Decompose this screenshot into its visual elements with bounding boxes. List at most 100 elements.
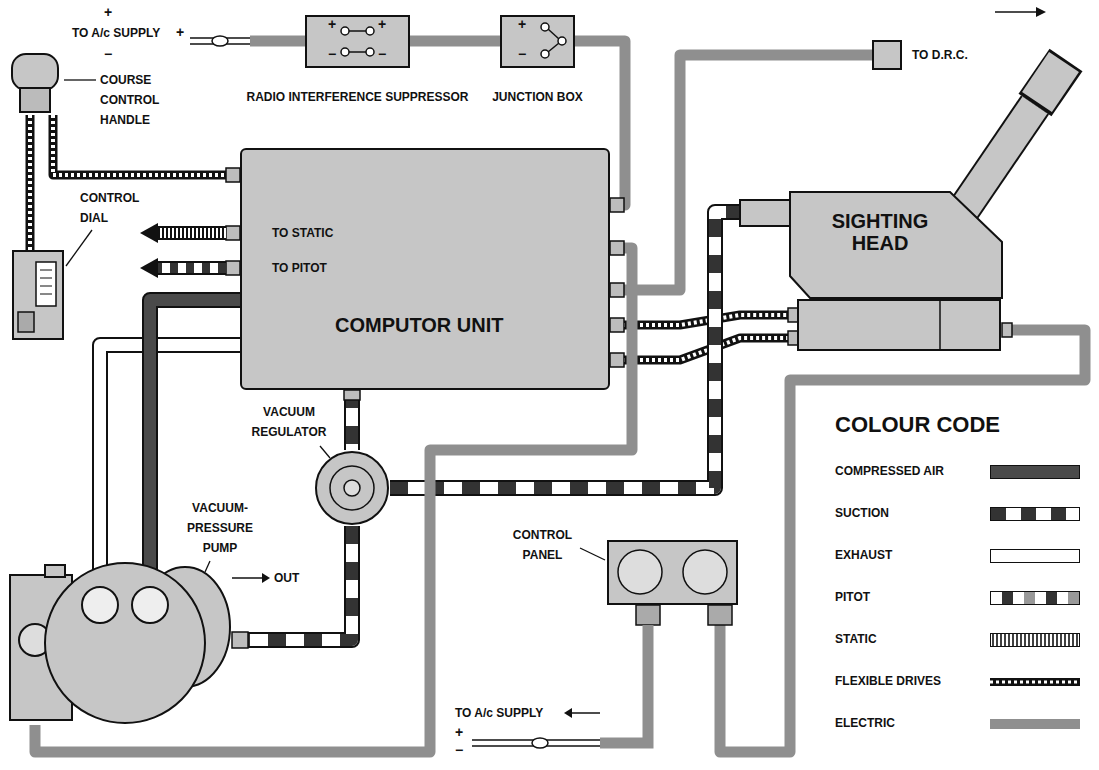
drawing-part	[320, 446, 330, 458]
polarity-sign: −	[328, 46, 336, 63]
elec-connector	[410, 41, 500, 42]
drawing-part	[226, 261, 240, 275]
legend-swatch	[990, 465, 1080, 479]
polarity-sign: +	[455, 724, 463, 741]
drawing-part	[618, 550, 662, 594]
legend-sample	[990, 507, 1080, 521]
drawing-part	[610, 241, 624, 255]
node-label: CONTROL DIAL	[80, 188, 160, 228]
drawing-part	[798, 300, 1000, 350]
control-dial-shape	[12, 250, 64, 340]
drawing-part	[1016, 634, 1018, 646]
legend-text: EXHAUST	[835, 548, 892, 562]
drawing-part	[990, 678, 1080, 686]
drawing-part	[212, 36, 228, 46]
drawing-part	[1035, 592, 1046, 604]
drawing-part	[250, 36, 306, 47]
flex-connector	[30, 115, 31, 250]
suct-connector	[232, 526, 352, 640]
supply-label: TO A/c SUPPLY	[455, 706, 543, 720]
drawing-part	[1032, 634, 1034, 646]
drawing-part	[990, 719, 1080, 729]
legend-sample	[990, 633, 1080, 647]
drawing-part	[960, 105, 1035, 215]
drawing-part	[600, 625, 648, 743]
node-label: COMPUTOR UNIT	[335, 313, 595, 337]
drawing-part	[40, 278, 52, 279]
drawing-part	[1076, 634, 1078, 646]
drawing-part	[992, 634, 994, 646]
drawing-part	[572, 712, 600, 714]
drawing-part	[20, 88, 50, 112]
drawing-part	[1024, 592, 1035, 604]
drawing-part	[82, 587, 118, 623]
pipe-stroke	[232, 526, 352, 640]
drawing-part	[1046, 592, 1057, 604]
pipe-stroke	[410, 36, 500, 47]
drawing-part	[610, 283, 624, 297]
drawing-part	[1037, 62, 1064, 102]
elec-connector	[720, 330, 1085, 752]
pipe-label: TO PITOT	[272, 261, 327, 275]
legend-title: COLOUR CODE	[835, 412, 1000, 438]
polarity-sign: −	[455, 742, 463, 759]
drawing-part	[1035, 60, 1066, 105]
drawing-part	[366, 27, 374, 35]
direction-arrow	[995, 7, 1046, 17]
drawing-part	[1060, 634, 1062, 646]
drawing-part	[548, 29, 559, 39]
drawing-part	[788, 308, 798, 322]
drc-box: TO D.R.C.	[872, 40, 902, 70]
drawing-part	[991, 508, 1080, 521]
drawing-part	[64, 79, 96, 80]
drawing-part	[788, 331, 798, 345]
drawing-part	[939, 300, 941, 350]
control-handle-shape	[8, 50, 62, 115]
legend-text: STATIC	[835, 632, 877, 646]
drawing-part	[1002, 592, 1013, 604]
legend-text: COMPRESSED AIR	[835, 464, 944, 478]
legend-sample	[990, 591, 1080, 605]
drawing-part	[205, 561, 210, 572]
drawing-part	[330, 466, 374, 510]
supply-wire	[190, 36, 306, 46]
drawing-part	[316, 452, 388, 524]
pipe-label: TO STATIC	[272, 226, 333, 240]
drawing-part	[541, 23, 566, 58]
node-label: COURSE CONTROL HANDLE	[100, 70, 195, 130]
drawing-part	[140, 223, 158, 243]
sighting-head-shape	[740, 180, 1005, 355]
drawing-part	[140, 258, 158, 278]
drawing-part	[232, 577, 262, 579]
pipe-stroke	[610, 315, 798, 325]
legend-text: FLEXIBLE DRIVES	[835, 674, 941, 688]
drawing-part	[1056, 634, 1058, 646]
pipe-stroke	[344, 390, 360, 450]
drawing-part	[1020, 634, 1022, 646]
drawing-part	[341, 27, 349, 35]
drawing-part	[740, 200, 796, 226]
drawing-part	[1024, 634, 1026, 646]
static-pipe	[140, 223, 226, 243]
drawing-part	[158, 263, 226, 273]
polarity-sign: +	[176, 24, 184, 41]
comp-connector	[150, 300, 240, 605]
drawing-part	[40, 270, 52, 271]
drawing-part	[995, 11, 1036, 13]
drawing-part	[344, 390, 360, 400]
suppressor-box: RADIO INTERFERENCE SUPPRESSOR	[305, 15, 410, 68]
drawing-part	[1021, 508, 1036, 520]
drawing-part	[1013, 592, 1024, 604]
drawing-part	[40, 294, 52, 295]
drawing-part	[1004, 634, 1006, 646]
pitot-pipe	[140, 258, 226, 278]
vacuum-pump-shape	[10, 555, 232, 725]
drawing-part	[683, 550, 727, 594]
outlet-label: OUT	[274, 571, 299, 585]
drawing-part	[1000, 634, 1002, 646]
drawing-part	[1036, 7, 1046, 17]
drawing-part	[1044, 634, 1046, 646]
node-label: CONTROL PANEL	[495, 525, 590, 565]
